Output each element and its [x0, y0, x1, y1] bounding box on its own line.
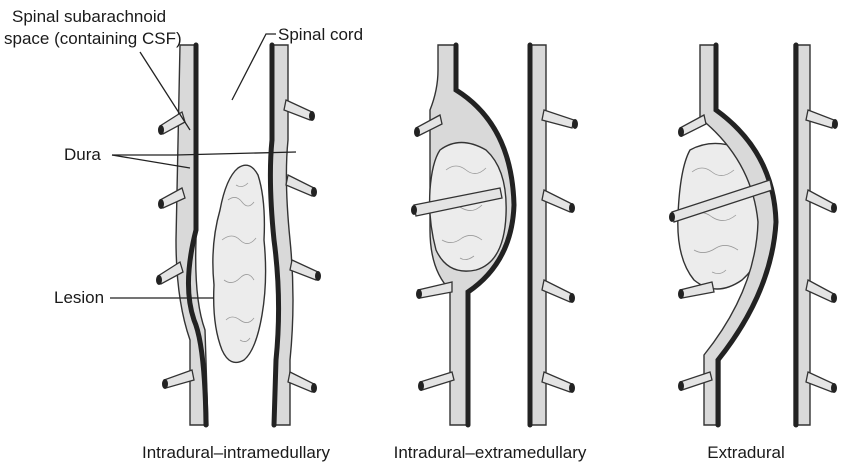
panel-extradural: [669, 45, 838, 425]
caption-intradural-extramedullary: Intradural–extramedullary: [394, 443, 587, 462]
label-spinal-cord: Spinal cord: [278, 25, 363, 44]
leader-dura-2: [112, 152, 296, 155]
panel-intradural-extramedullary: [411, 45, 578, 425]
panel-intramedullary: [156, 45, 321, 425]
label-dura: Dura: [64, 145, 101, 164]
caption-extradural: Extradural: [707, 443, 784, 462]
label-subarachnoid-line2: space (containing CSF): [4, 29, 182, 48]
lesion-intramedullary: [213, 165, 266, 362]
label-lesion: Lesion: [54, 288, 104, 307]
label-subarachnoid-line1: Spinal subarachnoid: [12, 7, 166, 26]
caption-intramedullary: Intradural–intramedullary: [142, 443, 331, 462]
leader-spinal-cord: [232, 34, 276, 100]
